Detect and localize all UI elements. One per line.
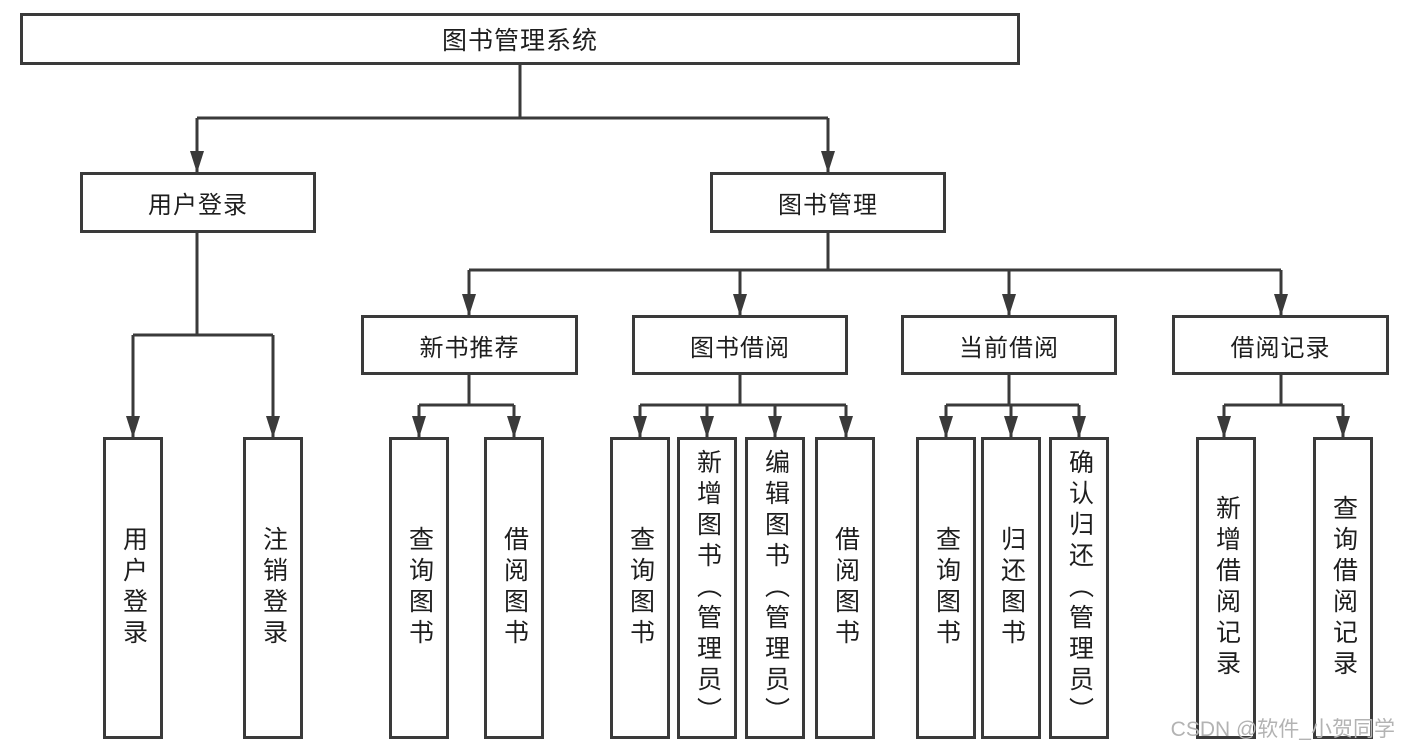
connector-book-management [462, 233, 1288, 316]
connector-current-borrowing [939, 375, 1086, 438]
connector-borrowing-records [1217, 375, 1350, 438]
leaf-add-books-admin: 新增图书（管理员） [677, 437, 737, 739]
leaf-user-login: 用户登录 [103, 437, 163, 739]
leaf-borrow-books: 借阅图书 [815, 437, 875, 739]
connector-user-login [126, 233, 280, 438]
leaf-query-books-recommend: 查询图书 [389, 437, 449, 739]
leaf-borrow-books-recommend: 借阅图书 [484, 437, 544, 739]
node-book-management: 图书管理 [710, 172, 946, 233]
leaf-return-books: 归还图书 [981, 437, 1041, 739]
leaf-confirm-return-admin: 确认归还（管理员） [1049, 437, 1109, 739]
leaf-query-borrow-record: 查询借阅记录 [1313, 437, 1373, 739]
connector-book-borrowing [633, 375, 853, 438]
node-user-login: 用户登录 [80, 172, 316, 233]
node-new-book-recommendation: 新书推荐 [361, 315, 578, 375]
node-library-management-system: 图书管理系统 [20, 13, 1020, 65]
leaf-query-books-borrowing: 查询图书 [610, 437, 670, 739]
leaf-edit-books-admin: 编辑图书（管理员） [745, 437, 805, 739]
node-current-borrowing: 当前借阅 [901, 315, 1117, 375]
leaf-query-books-current: 查询图书 [916, 437, 976, 739]
node-book-borrowing: 图书借阅 [632, 315, 848, 375]
leaf-add-borrow-record: 新增借阅记录 [1196, 437, 1256, 739]
connector-new-book-recommendation [412, 375, 521, 438]
csdn-watermark: CSDN @软件_小贺同学 [1170, 718, 1395, 741]
connector-root [190, 65, 835, 173]
leaf-logout: 注销登录 [243, 437, 303, 739]
node-borrowing-records: 借阅记录 [1172, 315, 1389, 375]
